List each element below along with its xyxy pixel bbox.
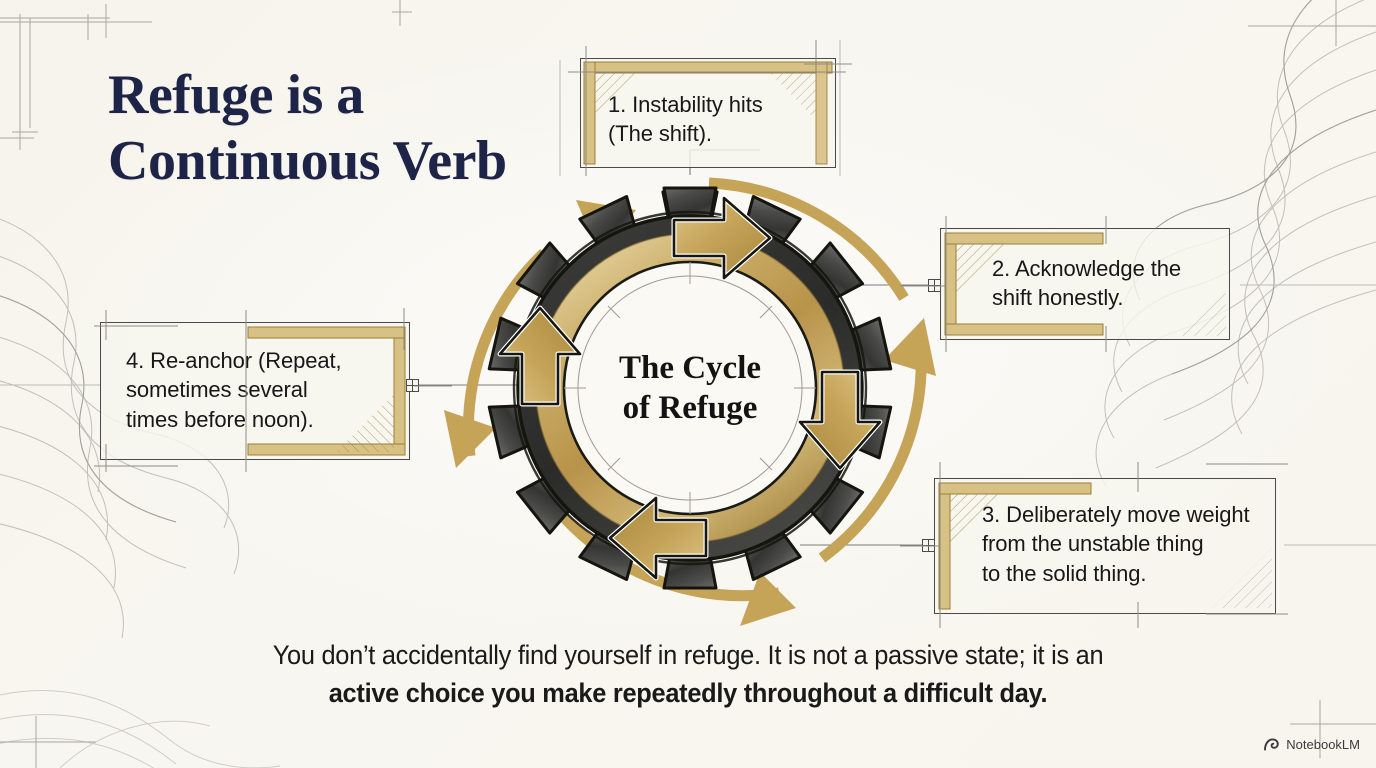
callout-2-connector-node — [928, 279, 941, 292]
callout-step-3[interactable]: 3. Deliberately move weight from the uns… — [934, 478, 1276, 614]
callout-3-text: 3. Deliberately move weight from the uns… — [982, 502, 1250, 586]
callout-step-2[interactable]: 2. Acknowledge the shift honestly. — [940, 228, 1230, 340]
hub-label-line1: The Cycle — [619, 350, 761, 386]
notebooklm-spiral-icon — [1264, 738, 1280, 751]
notebooklm-watermark: NotebookLM — [1263, 737, 1360, 752]
callout-2-text: 2. Acknowledge the shift honestly. — [992, 256, 1182, 311]
footer-statement: You don’t accidentally find yourself in … — [0, 636, 1376, 713]
callout-1-text: 1. Instability hits (The shift). — [608, 92, 763, 147]
callout-4-connector-node — [406, 379, 419, 392]
hub-label-line2: of Refuge — [623, 390, 758, 426]
callout-step-4[interactable]: 4. Re-anchor (Repeat, sometimes several … — [100, 322, 410, 460]
footer-line-1: You don’t accidentally find yourself in … — [272, 640, 1104, 670]
page-title: Refuge is a Continuous Verb — [108, 64, 507, 193]
notebooklm-label: NotebookLM — [1286, 737, 1360, 752]
cycle-gear-graphic: The Cycle of Refuge — [404, 138, 976, 638]
gear-body — [487, 186, 893, 590]
footer-line-2: active choice you make repeatedly throug… — [328, 678, 1048, 709]
inner-cycle-arrows — [497, 195, 883, 581]
callout-4-text: 4. Re-anchor (Repeat, sometimes several … — [126, 348, 342, 432]
callout-3-connector-node — [922, 539, 935, 552]
callout-step-1[interactable]: 1. Instability hits (The shift). — [580, 58, 836, 168]
